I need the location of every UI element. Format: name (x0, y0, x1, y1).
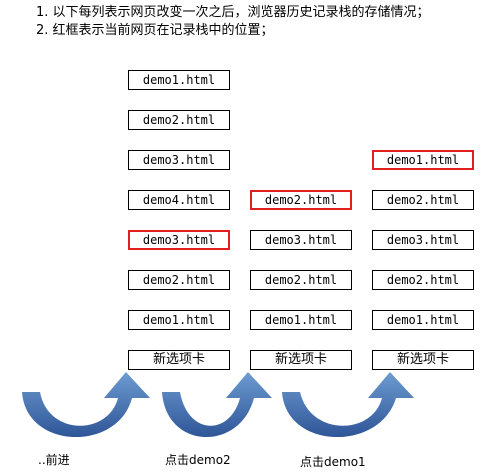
history-entry: demo2.html (372, 190, 474, 210)
history-stack-column-3: demo1.html demo2.html demo3.html demo2.html… (372, 0, 476, 380)
curved-arrow-1 (22, 372, 150, 438)
curved-arrow-2 (162, 372, 272, 438)
curved-arrow-3 (282, 372, 414, 438)
history-entry: demo3.html (128, 150, 230, 170)
caption-click-demo1: 点击demo1 (300, 455, 366, 469)
history-entry: demo2.html (250, 190, 352, 210)
history-entry: demo3.html (250, 230, 352, 250)
note-line-1: 1. 以下每列表示网页改变一次之后，浏览器历史记录栈的存储情况； (36, 5, 430, 20)
history-entry: demo3.html (128, 230, 230, 250)
history-entry: demo1.html (250, 310, 352, 330)
caption-click-demo2: 点击demo2 (165, 453, 231, 467)
history-stack-column-1: demo1.html demo2.html demo3.html demo4.html… (128, 0, 232, 380)
history-entry: demo2.html (250, 270, 352, 290)
history-entry: demo1.html (372, 150, 474, 170)
caption-forward: ..前进 (38, 453, 70, 467)
note-line-2: 2. 红框表示当前网页在记录栈中的位置； (36, 23, 274, 38)
history-entry: demo3.html (372, 230, 474, 250)
history-stack-column-2: demo2.html demo3.html demo2.html demo1.html… (250, 0, 354, 380)
history-entry: demo2.html (128, 270, 230, 290)
new-tab-entry: 新选项卡 (372, 350, 474, 370)
history-entry: demo1.html (128, 70, 230, 90)
history-entry: demo2.html (372, 270, 474, 290)
history-entry: demo1.html (372, 310, 474, 330)
history-entry: demo1.html (128, 310, 230, 330)
history-entry: demo2.html (128, 110, 230, 130)
new-tab-entry: 新选项卡 (250, 350, 352, 370)
history-entry: demo4.html (128, 190, 230, 210)
notes: 1. 以下每列表示网页改变一次之后，浏览器历史记录栈的存储情况； 2. 红框表示… (36, 4, 430, 40)
new-tab-entry: 新选项卡 (128, 350, 230, 370)
